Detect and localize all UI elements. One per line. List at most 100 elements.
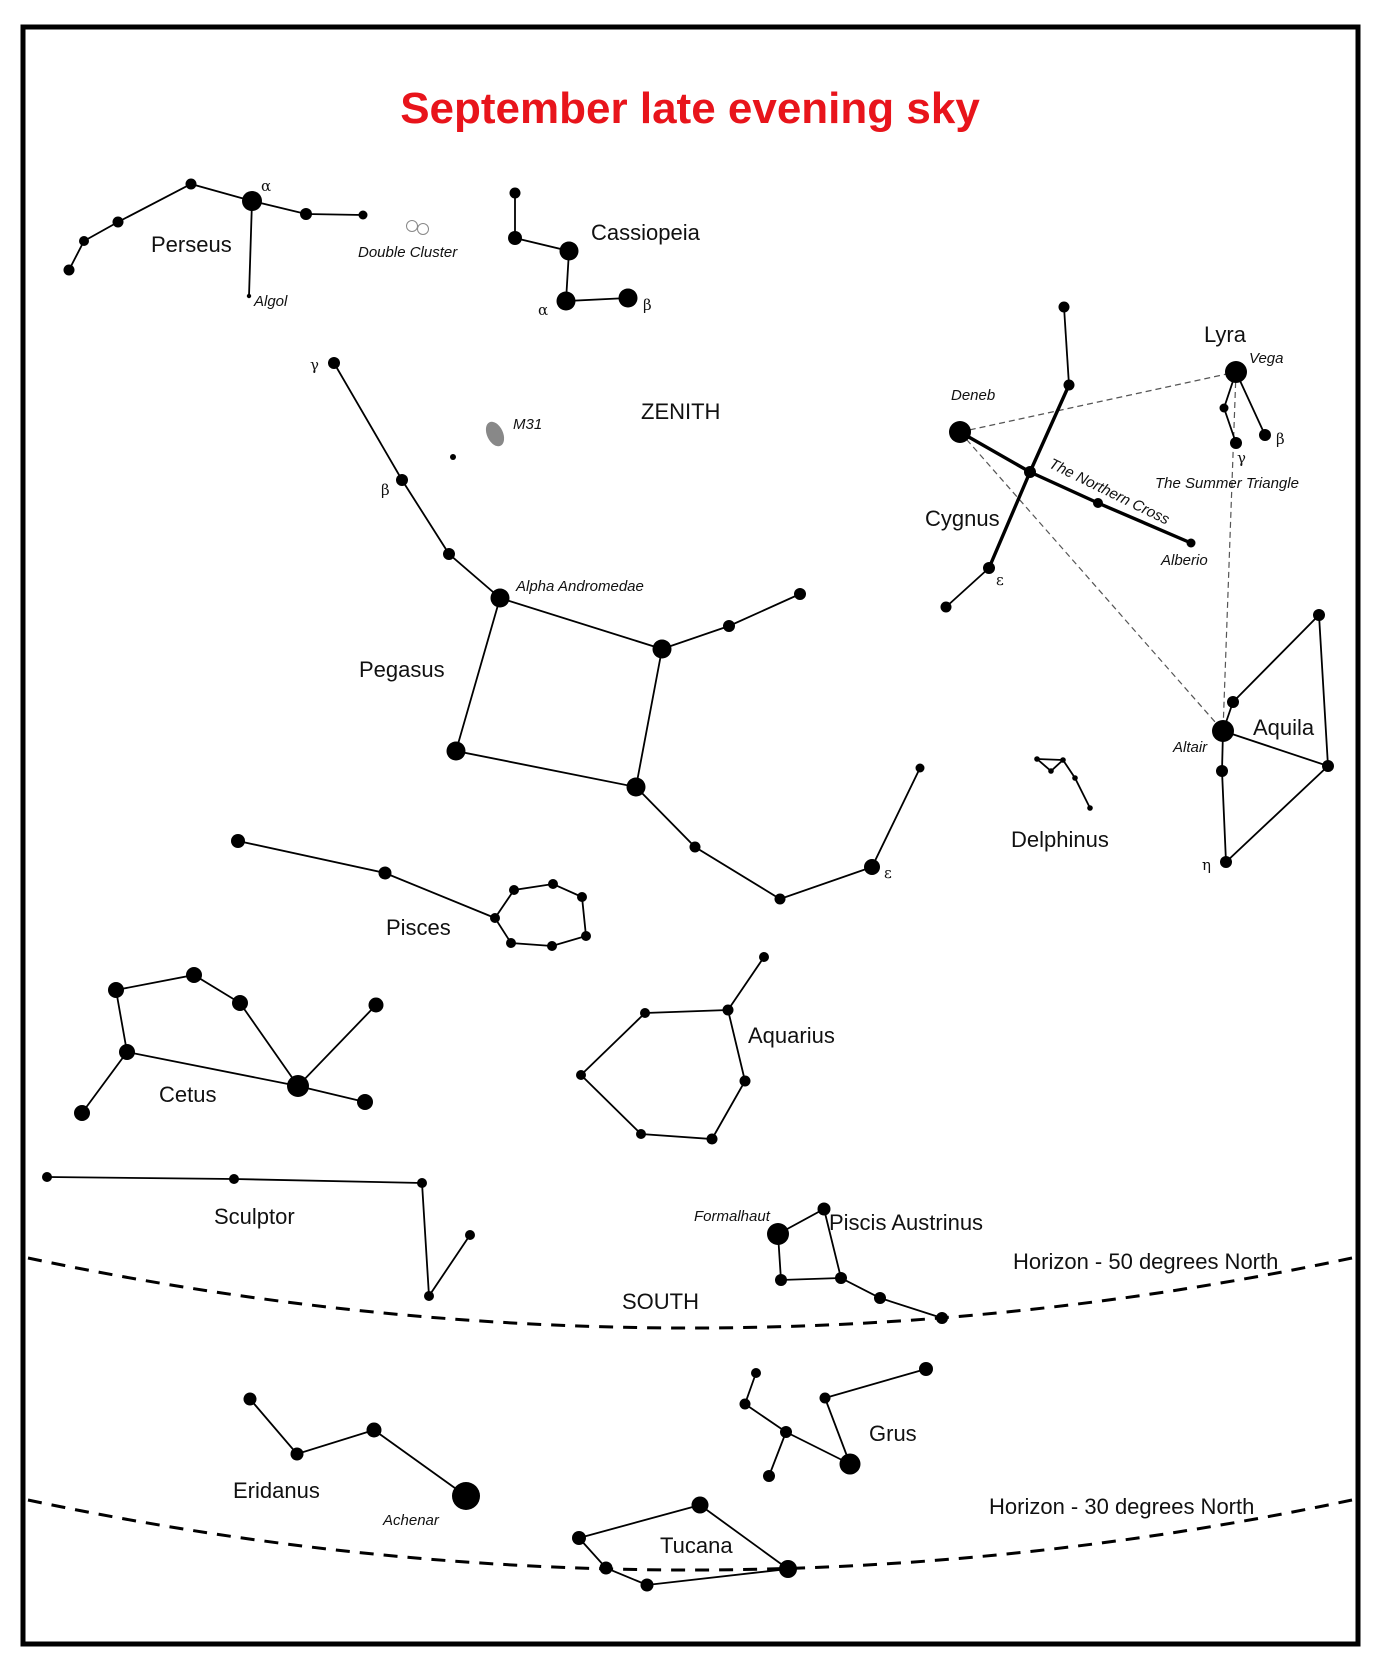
- sculptor-star: [424, 1291, 434, 1301]
- aquarius-star: [640, 1008, 650, 1018]
- cassiopeia-alpha-star: [556, 291, 576, 311]
- perseus-star: [63, 264, 75, 276]
- cassiopeia-star: [559, 241, 579, 261]
- aquila-eta-label: η: [1202, 856, 1211, 874]
- piscis-austrinus-constellation: [767, 1202, 948, 1324]
- perseus-constellation: [63, 178, 368, 299]
- piscis-austrinus-star: [874, 1292, 886, 1304]
- pegasus-star: [774, 893, 786, 905]
- grus-star: [839, 1453, 861, 1475]
- andromeda-star: [450, 454, 456, 460]
- aquarius-constellation: [576, 952, 769, 1145]
- eridanus-star: [366, 1422, 382, 1438]
- altair-label: Altair: [1172, 739, 1208, 756]
- lyra-label: Lyra: [1204, 322, 1247, 347]
- perseus-alpha-star: [242, 191, 262, 211]
- horizon-30-line: [27, 1498, 1353, 1572]
- perseus-star: [300, 208, 312, 220]
- pegasus-star: [794, 588, 806, 600]
- sculptor-label: Sculptor: [214, 1204, 295, 1229]
- tucana-constellation: [572, 1496, 797, 1592]
- tucana-star: [779, 1560, 797, 1578]
- perseus-alpha-label: α: [261, 177, 271, 195]
- grus-star: [780, 1426, 792, 1438]
- perseus-star: [185, 178, 197, 190]
- eridanus-star: [243, 1392, 257, 1406]
- double-cluster-label: Double Cluster: [358, 244, 458, 261]
- lyra-star: [1219, 403, 1229, 413]
- aquila-star: [1227, 696, 1239, 708]
- pisces-star: [577, 892, 587, 902]
- alberio-label: Alberio: [1160, 552, 1208, 569]
- perseus-star: [358, 210, 368, 220]
- piscis-austrinus-star: [835, 1272, 847, 1284]
- piscis-austrinus-star: [817, 1202, 831, 1216]
- pegasus-star: [689, 841, 701, 853]
- perseus-star: [112, 216, 124, 228]
- horizon-50-line: [27, 1256, 1353, 1330]
- pegasus-star: [723, 620, 735, 632]
- sculptor-star: [229, 1174, 239, 1184]
- tucana-star: [691, 1496, 709, 1514]
- pegasus-star: [915, 763, 925, 773]
- perseus-star: [79, 236, 89, 246]
- delphinus-label: Delphinus: [1011, 827, 1109, 852]
- pisces-star: [548, 879, 558, 889]
- deneb-star: [949, 421, 971, 443]
- aquila-star: [1322, 760, 1334, 772]
- grus-star: [739, 1398, 751, 1410]
- cetus-label: Cetus: [159, 1082, 216, 1107]
- andromeda-beta-star: [396, 474, 408, 486]
- piscis-austrinus-label: Piscis Austrinus: [829, 1210, 983, 1235]
- aquila-eta-star: [1220, 856, 1232, 868]
- pegasus-star: [626, 777, 646, 797]
- delphinus-star: [1048, 768, 1054, 774]
- pisces-star: [547, 941, 557, 951]
- cetus-star: [108, 982, 124, 998]
- cygnus-constellation: [940, 301, 1196, 613]
- delphinus-star: [1060, 757, 1066, 763]
- pegasus-star: [652, 639, 672, 659]
- piscis-austrinus-star: [936, 1312, 948, 1324]
- andromeda-beta-label: β: [381, 481, 390, 499]
- cygnus-epsilon-star: [983, 562, 995, 574]
- aquarius-label: Aquarius: [748, 1023, 835, 1048]
- tucana-star: [572, 1531, 586, 1545]
- achenar-star: [452, 1482, 480, 1510]
- aquarius-star: [706, 1133, 718, 1145]
- andromeda-star: [443, 548, 455, 560]
- delphinus-star: [1034, 756, 1040, 762]
- formalhaut-label: Formalhaut: [694, 1208, 771, 1225]
- eridanus-constellation: [243, 1392, 480, 1510]
- altair-star: [1212, 720, 1234, 742]
- eridanus-label: Eridanus: [233, 1478, 320, 1503]
- grus-star: [819, 1392, 831, 1404]
- cetus-star: [119, 1044, 135, 1060]
- grus-star: [919, 1362, 933, 1376]
- cygnus-label: Cygnus: [925, 506, 1000, 531]
- eridanus-star: [290, 1447, 304, 1461]
- aquila-constellation: [1212, 609, 1334, 868]
- pegasus-star: [446, 741, 466, 761]
- pegasus-constellation: [446, 588, 925, 905]
- lyra-beta-label: β: [1276, 430, 1285, 448]
- aquila-label: Aquila: [1253, 715, 1315, 740]
- pisces-constellation: [231, 834, 591, 951]
- pegasus-label: Pegasus: [359, 657, 445, 682]
- tucana-star: [640, 1578, 654, 1592]
- cygnus-star: [1093, 498, 1103, 508]
- south-label: SOUTH: [622, 1289, 699, 1314]
- aquarius-star: [722, 1004, 734, 1016]
- map-frame: [20, 24, 1361, 1647]
- algol-star: [246, 293, 252, 299]
- sculptor-star: [465, 1230, 475, 1240]
- grus-star: [763, 1470, 775, 1482]
- delphinus-constellation: [1034, 756, 1093, 811]
- grus-star: [751, 1368, 761, 1378]
- cetus-star: [368, 997, 384, 1013]
- lyra-gamma-label: γ: [1237, 449, 1246, 467]
- cassiopeia-star: [509, 187, 521, 199]
- algol-label: Algol: [253, 293, 288, 310]
- vega-label: Vega: [1249, 350, 1283, 367]
